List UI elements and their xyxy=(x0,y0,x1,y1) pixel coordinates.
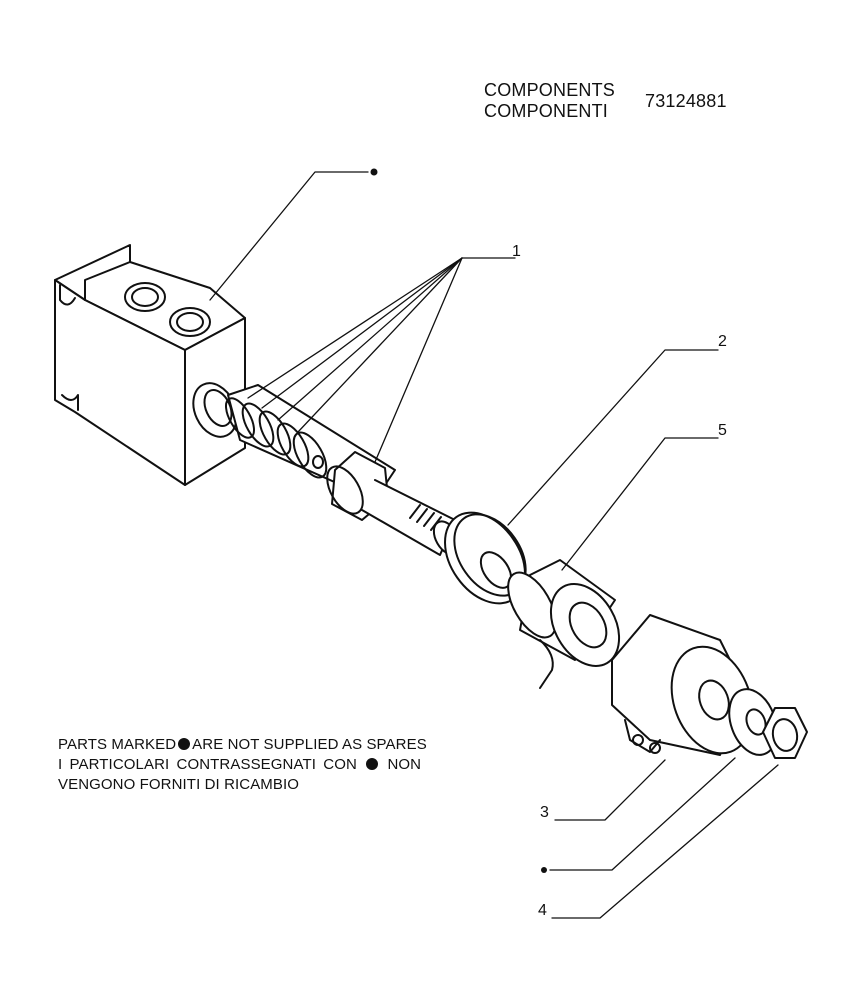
sleeve-part xyxy=(507,559,621,689)
bullet-icon xyxy=(366,758,379,770)
drawing-code: 73124881 xyxy=(645,91,727,111)
callout-3: 3 xyxy=(540,804,549,821)
note-line-1-start: PARTS MARKED xyxy=(58,736,177,753)
note-line-3: VENGONO FORNITI DI RICAMBIO xyxy=(58,776,300,793)
not-supplied-marker xyxy=(370,168,378,176)
note-line-1-end: ARE NOT SUPPLIED AS SPARES xyxy=(192,736,427,753)
valve-block-part xyxy=(54,244,246,486)
nut-part xyxy=(762,707,808,759)
note-line-2: I PARTICOLARI CONTRASSEGNATI CON NON xyxy=(58,755,421,775)
callout-1: 1 xyxy=(512,243,521,260)
callout-5: 5 xyxy=(718,422,727,439)
not-supplied-marker xyxy=(541,867,547,873)
callout-2: 2 xyxy=(718,333,727,350)
header-title-en: COMPONENTS xyxy=(484,80,616,100)
note-line-2-end: NON xyxy=(387,756,422,773)
solenoid-coil-part xyxy=(611,614,754,756)
note-line-1: PARTS MARKED ARE NOT SUPPLIED AS SPARES xyxy=(58,735,427,755)
bullet-icon xyxy=(178,738,191,750)
header-title-it: COMPONENTI xyxy=(484,101,609,121)
callout-4: 4 xyxy=(538,902,547,919)
note-line-2-start: I PARTICOLARI CONTRASSEGNATI CON xyxy=(58,756,357,773)
cartridge-valve-part xyxy=(225,384,462,556)
